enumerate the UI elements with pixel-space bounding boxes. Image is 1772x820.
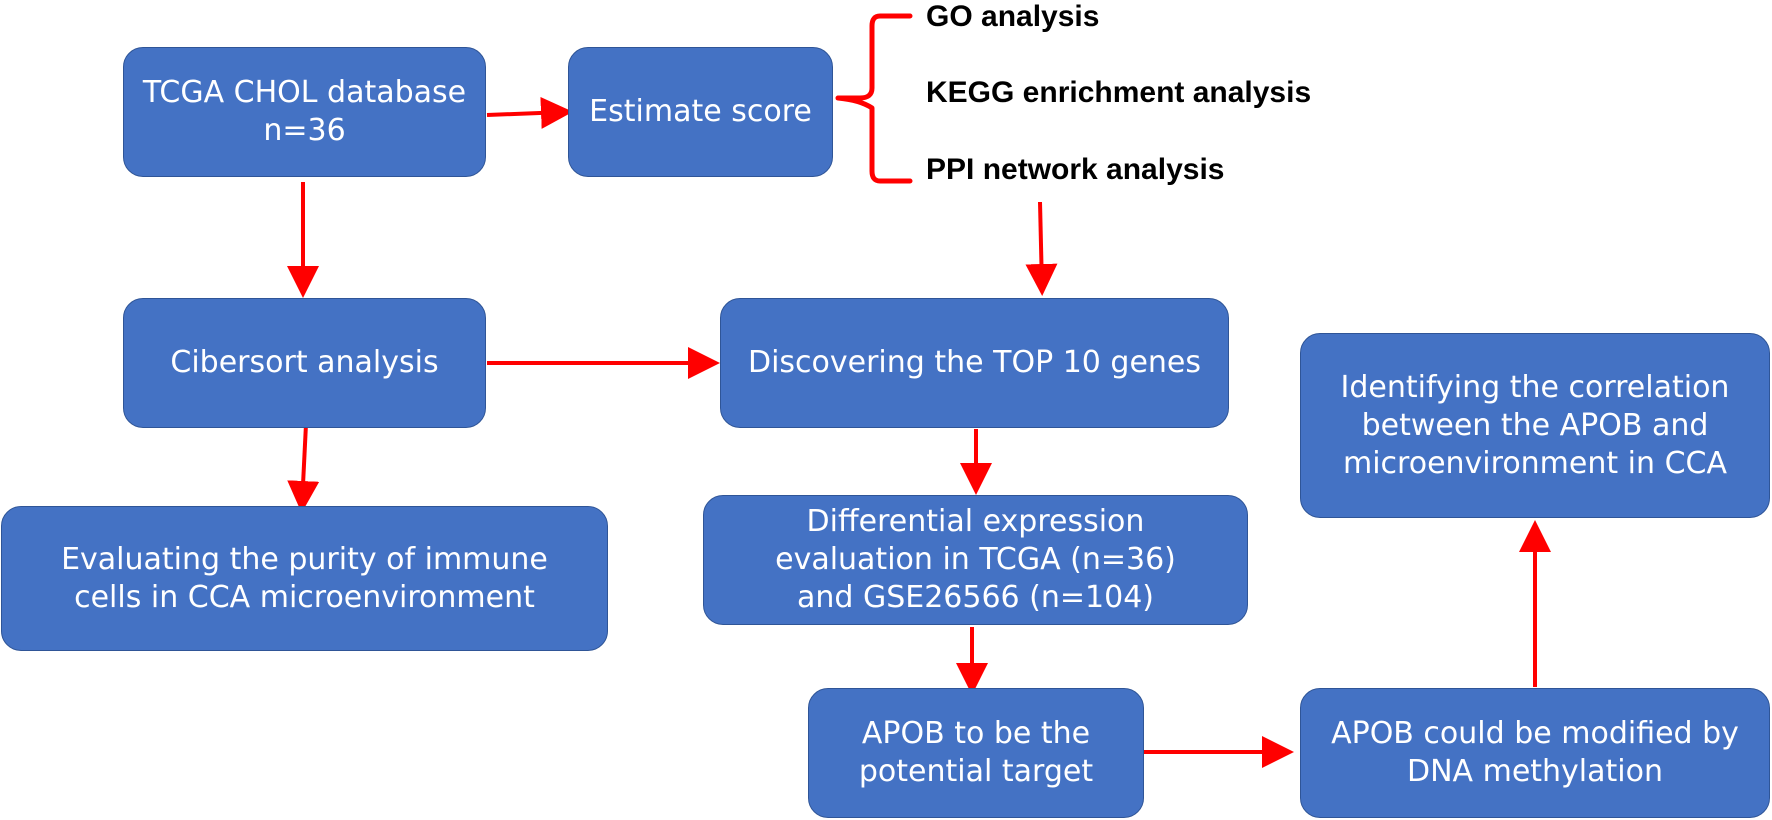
apob-correlation-label: Identifying the correlation between the …	[1340, 369, 1730, 481]
cibersort-analysis-box: Cibersort analysis	[123, 298, 486, 428]
apob-correlation-box: Identifying the correlation between the …	[1300, 333, 1770, 518]
estimate-score-label: Estimate score	[589, 94, 812, 129]
dna-methylation-label: APOB could be modified by DNA methylatio…	[1331, 716, 1739, 789]
top10-genes-box: Discovering the TOP 10 genes	[720, 298, 1229, 428]
ppi-network-label: PPI network analysis	[926, 153, 1225, 186]
dna-methylation-box: APOB could be modified by DNA methylatio…	[1300, 688, 1770, 818]
apob-target-label: APOB to be the potential target	[858, 716, 1094, 789]
estimate-score-box: Estimate score	[568, 47, 833, 177]
kegg-enrichment-label: KEGG enrichment analysis	[926, 76, 1312, 109]
arrow-cibersort-to-purity	[287, 423, 320, 513]
tcga-chol-database-box: TCGA CHOL database n=36	[123, 47, 486, 177]
immune-purity-box: Evaluating the purity of immune cells in…	[1, 506, 608, 651]
top10-genes-label: Discovering the TOP 10 genes	[747, 345, 1202, 380]
analysis-brace	[835, 13, 913, 184]
arrow-analysis-to-top10	[1025, 201, 1058, 296]
arrow-tcga-to-estimate	[486, 96, 573, 129]
tcga-chol-database-label: TCGA CHOL database n=36	[142, 75, 467, 148]
immune-purity-label: Evaluating the purity of immune cells in…	[61, 541, 548, 615]
differential-expression-box: Differential expression evaluation in TC…	[703, 495, 1248, 625]
cibersort-analysis-label: Cibersort analysis	[170, 345, 439, 380]
apob-target-box: APOB to be the potential target	[808, 688, 1144, 818]
go-analysis-label: GO analysis	[926, 0, 1100, 33]
differential-expression-label: Differential expression evaluation in TC…	[775, 504, 1176, 615]
